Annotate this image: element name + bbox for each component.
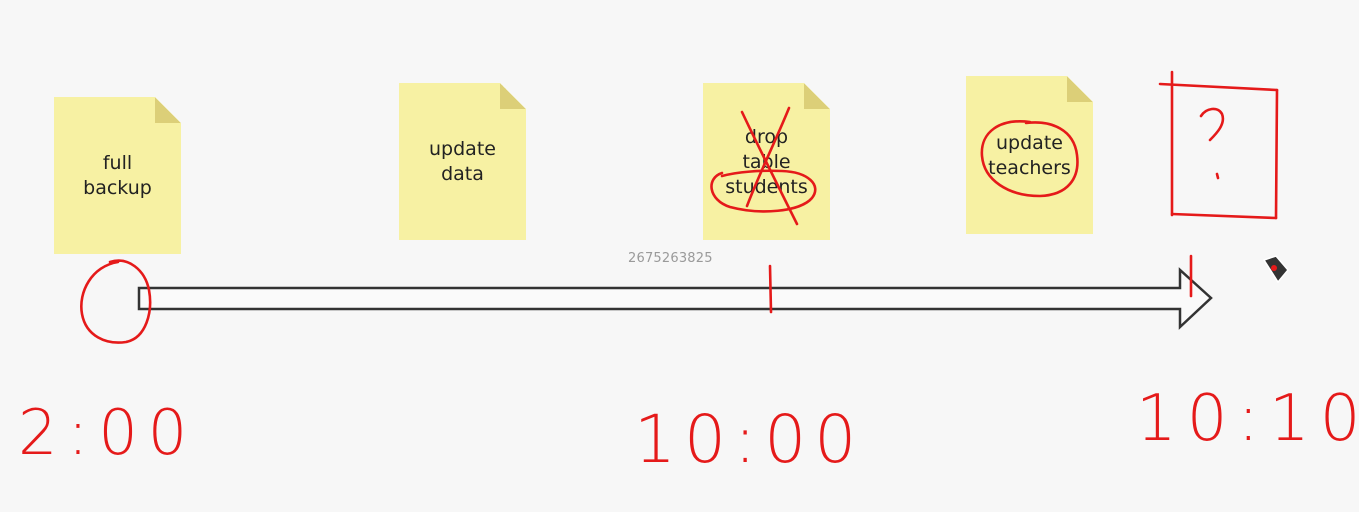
watermark-id: 2675263825 xyxy=(628,251,713,266)
note-update-teachers[interactable]: update teachers xyxy=(966,76,1093,234)
unknown-state-box xyxy=(1158,70,1279,220)
students-circle-mark xyxy=(710,169,817,213)
cross-out-mark xyxy=(740,106,799,226)
time-label-10-10: 10:10 xyxy=(1136,382,1359,456)
pen-cursor-icon xyxy=(1262,255,1289,284)
start-circle-mark xyxy=(80,259,152,344)
note-label: update teachers xyxy=(988,132,1071,179)
tick-mark-middle xyxy=(768,264,773,314)
time-label-2-00: 2:00 xyxy=(18,396,197,469)
note-label: update data xyxy=(429,138,496,185)
timeline-arrow xyxy=(137,267,1213,330)
note-label: full backup xyxy=(83,152,152,199)
time-label-10-00: 10:00 xyxy=(634,401,864,478)
teachers-circle-mark xyxy=(980,120,1079,198)
